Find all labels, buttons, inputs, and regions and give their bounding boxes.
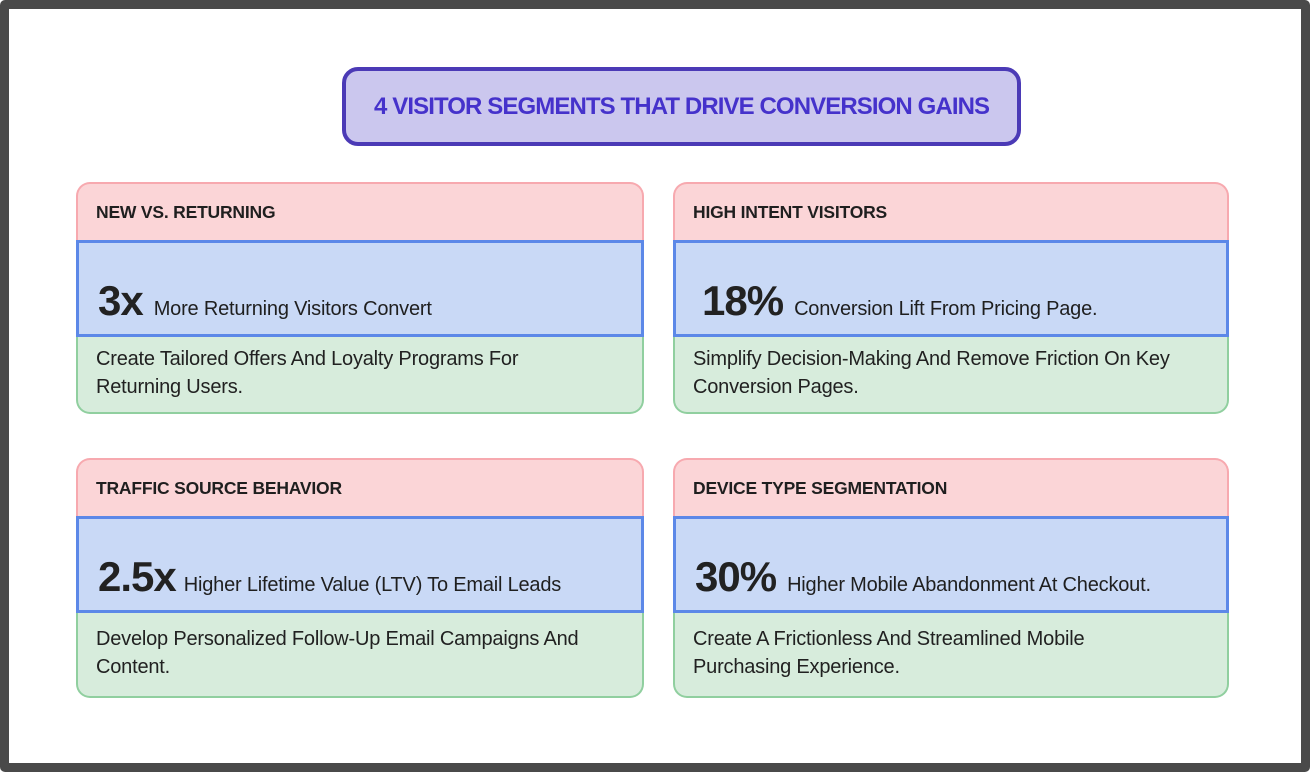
- stat-section: 2.5x Higher Lifetime Value (LTV) To Emai…: [76, 516, 644, 613]
- recommendation-text: Create Tailored Offers And Loyalty Progr…: [96, 347, 519, 398]
- recommendation-section: Create A Frictionless And Streamlined Mo…: [673, 613, 1229, 698]
- recommendation-section: Develop Personalized Follow-Up Email Cam…: [76, 613, 644, 698]
- recommendation-text: Develop Personalized Follow-Up Email Cam…: [96, 627, 579, 678]
- segment-card-new-vs-returning: NEW VS. RETURNING 3x More Returning Visi…: [76, 182, 644, 414]
- card-header-label: NEW VS. RETURNING: [96, 201, 276, 222]
- card-header-label: TRAFFIC SOURCE BEHAVIOR: [96, 477, 342, 498]
- recommendation-text: Create A Frictionless And Streamlined Mo…: [693, 627, 1085, 678]
- card-header: DEVICE TYPE SEGMENTATION: [673, 458, 1229, 516]
- recommendation-text: Simplify Decision-Making And Remove Fric…: [693, 347, 1170, 398]
- card-header: HIGH INTENT VISITORS: [673, 182, 1229, 240]
- segment-card-device-type-segmentation: DEVICE TYPE SEGMENTATION 30% Higher Mobi…: [673, 458, 1229, 698]
- cards-grid: NEW VS. RETURNING 3x More Returning Visi…: [76, 182, 1229, 698]
- card-header-label: HIGH INTENT VISITORS: [693, 201, 888, 222]
- card-header-label: DEVICE TYPE SEGMENTATION: [693, 477, 948, 498]
- card-header: NEW VS. RETURNING: [76, 182, 644, 240]
- card-header: TRAFFIC SOURCE BEHAVIOR: [76, 458, 644, 516]
- recommendation-section: Create Tailored Offers And Loyalty Progr…: [76, 337, 644, 414]
- page-title: 4 VISITOR SEGMENTS THAT DRIVE CONVERSION…: [374, 92, 990, 120]
- title-badge: 4 VISITOR SEGMENTS THAT DRIVE CONVERSION…: [342, 67, 1022, 146]
- segment-card-high-intent-visitors: HIGH INTENT VISITORS 18% Conversion Lift…: [673, 182, 1229, 414]
- stat-section: 18% Conversion Lift From Pricing Page.: [673, 240, 1229, 337]
- stat-section: 3x More Returning Visitors Convert: [76, 240, 644, 337]
- stat-section: 30% Higher Mobile Abandonment At Checkou…: [673, 516, 1229, 613]
- recommendation-section: Simplify Decision-Making And Remove Fric…: [673, 337, 1229, 414]
- segment-card-traffic-source-behavior: TRAFFIC SOURCE BEHAVIOR 2.5x Higher Life…: [76, 458, 644, 698]
